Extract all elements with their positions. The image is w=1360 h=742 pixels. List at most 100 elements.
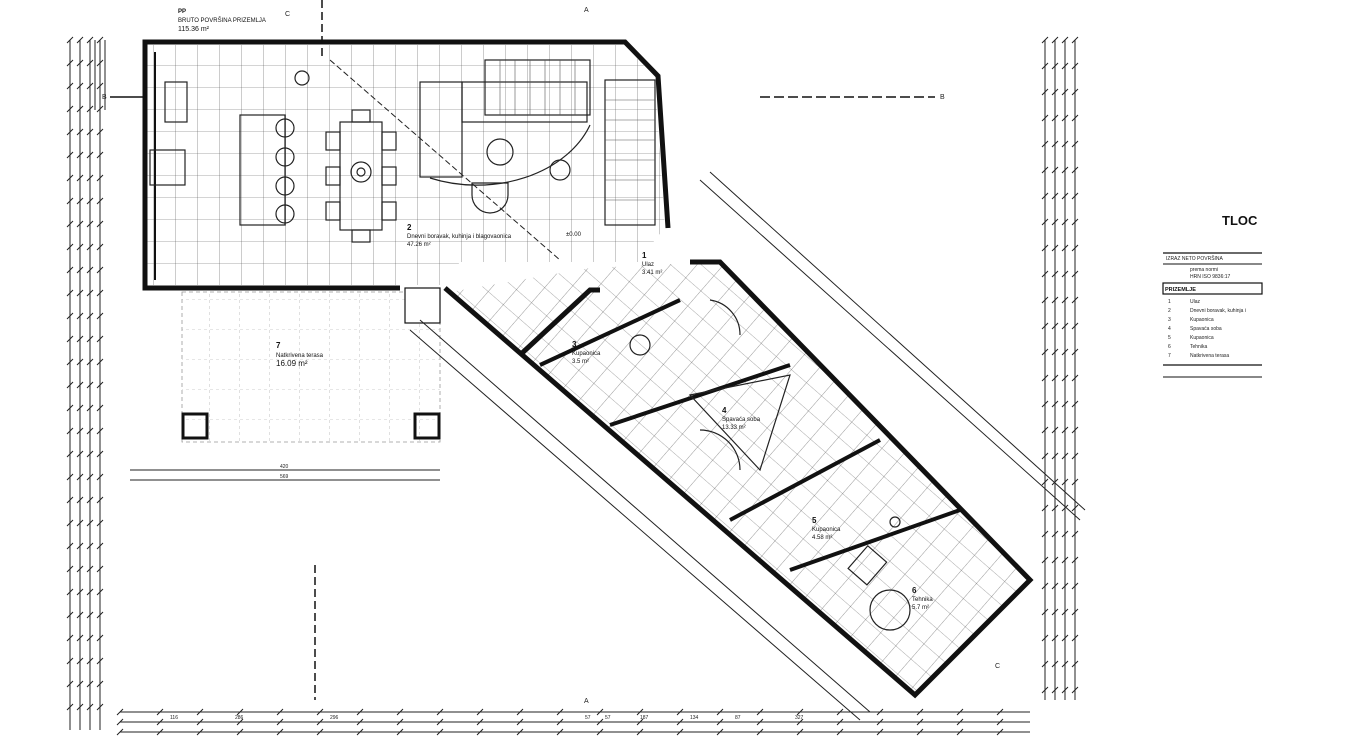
dimension-tick: [1071, 504, 1079, 512]
dimension-tick: [76, 312, 84, 320]
dimension-tick: [276, 728, 284, 736]
dimension-tick: [66, 289, 74, 297]
dimension-tick: [1051, 296, 1059, 304]
dimension-tick: [86, 128, 94, 136]
dimension-tick: [556, 708, 564, 716]
dimension-tick: [476, 718, 484, 726]
svg-text:IZRAZ NETO POVRŠINA: IZRAZ NETO POVRŠINA: [1166, 255, 1224, 262]
dimension-tick: [86, 220, 94, 228]
dimension-tick: [956, 708, 964, 716]
dimension-tick: [116, 718, 124, 726]
dimension-tick: [1071, 36, 1079, 44]
dimension-tick: [1071, 686, 1079, 694]
dimension-tick: [716, 718, 724, 726]
dimension-tick: [756, 718, 764, 726]
dimension-tick: [86, 680, 94, 688]
svg-text:296: 296: [330, 715, 339, 721]
dimension-tick: [1061, 582, 1069, 590]
dimension-tick: [1071, 400, 1079, 408]
svg-text:187: 187: [640, 715, 649, 721]
dimension-tick: [636, 708, 644, 716]
dimension-tick: [1071, 660, 1079, 668]
dimension-tick: [96, 243, 104, 251]
dimension-tick: [836, 728, 844, 736]
svg-text:3: 3: [572, 340, 577, 349]
dimension-tick: [356, 728, 364, 736]
dimension-tick: [436, 718, 444, 726]
dimension-tick: [1041, 634, 1049, 642]
dimension-tick: [236, 718, 244, 726]
dimension-tick: [76, 220, 84, 228]
svg-text:B: B: [940, 94, 945, 101]
dimension-tick: [76, 59, 84, 67]
dimension-tick: [1041, 322, 1049, 330]
dimension-tick: [1071, 192, 1079, 200]
dimension-tick: [86, 634, 94, 642]
dimension-tick: [76, 266, 84, 274]
dimension-tick: [86, 450, 94, 458]
dimension-tick: [116, 728, 124, 736]
dimension-tick: [76, 542, 84, 550]
svg-text:115.36 m²: 115.36 m²: [178, 26, 210, 33]
legend-item-name: Kupaonica: [1190, 335, 1214, 341]
dimension-tick: [1041, 400, 1049, 408]
dimension-tick: [96, 381, 104, 389]
dimension-tick: [796, 718, 804, 726]
dimension-tick: [1061, 114, 1069, 122]
dimension-tick: [96, 174, 104, 182]
dimension-tick: [716, 728, 724, 736]
dimension-tick: [1071, 426, 1079, 434]
dimension-tick: [66, 266, 74, 274]
dimension-tick: [1051, 140, 1059, 148]
level-mark: ±0.00: [566, 232, 582, 238]
legend-item-num: 7: [1168, 353, 1171, 359]
dimension-tick: [1041, 296, 1049, 304]
dimension-tick: [1061, 296, 1069, 304]
dimension-tick: [96, 358, 104, 366]
dimension-tick: [76, 519, 84, 527]
dimension-tick: [1061, 244, 1069, 252]
dimension-tick: [1041, 140, 1049, 148]
dimension-tick: [76, 128, 84, 136]
dimension-tick: [636, 728, 644, 736]
dimension-tick: [1041, 374, 1049, 382]
dimension-tick: [76, 82, 84, 90]
dimension-tick: [836, 718, 844, 726]
dimension-tick: [1061, 400, 1069, 408]
dimension-tick: [876, 708, 884, 716]
dimension-tick: [96, 588, 104, 596]
dimension-tick: [1071, 322, 1079, 330]
dimension-tick: [86, 266, 94, 274]
dimension-tick: [1071, 218, 1079, 226]
dimension-tick: [76, 565, 84, 573]
dimension-tick: [556, 728, 564, 736]
dimension-tick: [236, 728, 244, 736]
legend-item-num: 1: [1168, 299, 1171, 305]
room-label-5: 5 Kupaonica 4.58 m²: [812, 516, 841, 541]
dimension-tick: [86, 151, 94, 159]
dimension-tick: [96, 197, 104, 205]
dimension-tick: [96, 611, 104, 619]
svg-text:13.33 m²: 13.33 m²: [722, 425, 746, 431]
dimension-tick: [1051, 322, 1059, 330]
dimension-tick: [86, 496, 94, 504]
legend-item-name: Kupaonica: [1190, 317, 1214, 323]
dimension-tick: [1071, 348, 1079, 356]
dimension-tick: [76, 611, 84, 619]
dimension-tick: [66, 657, 74, 665]
dimension-tick: [396, 718, 404, 726]
dimension-tick: [916, 728, 924, 736]
svg-text:134: 134: [690, 715, 699, 721]
bedroom-wing: [443, 259, 1034, 699]
dimension-tick: [516, 708, 524, 716]
dimension-tick: [1051, 582, 1059, 590]
dimension-tick: [96, 312, 104, 320]
dimension-tick: [356, 718, 364, 726]
staircase: [484, 59, 656, 226]
dimension-tick: [156, 718, 164, 726]
dimension-tick: [76, 335, 84, 343]
dimension-tick: [96, 59, 104, 67]
dimension-tick: [76, 358, 84, 366]
